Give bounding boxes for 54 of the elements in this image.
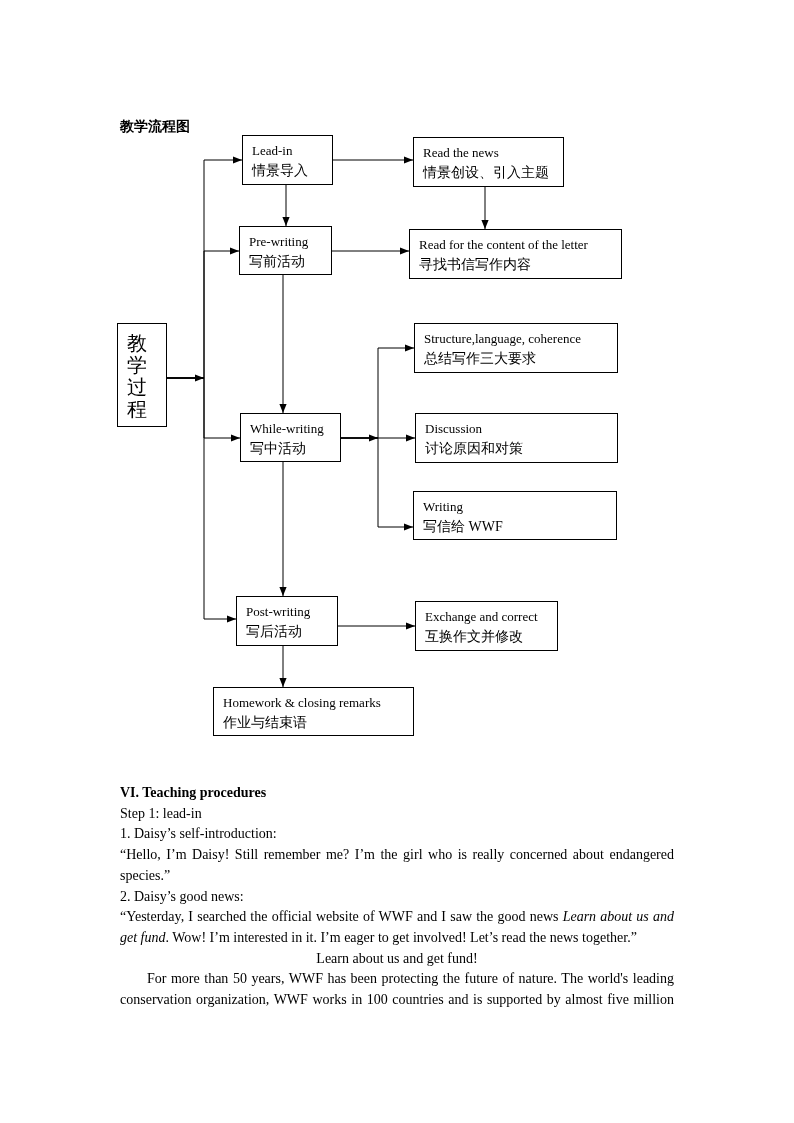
quote-text: “Hello, I’m Daisy! Still remember me? I’m the girl who is really concerned about endangered species.” [120,846,674,885]
arrow [279,461,287,597]
step-name: Structure,language, coherence [424,330,581,348]
arrow [279,274,287,414]
process-box [236,596,338,646]
arrow [337,622,416,630]
step-description: 情景创设、引入主题 [423,164,549,182]
step-description: 情景导入 [252,162,308,180]
arrow [279,645,287,688]
process-box [409,229,622,279]
process-box [413,137,564,187]
step-name: Post-writing [246,603,311,621]
process-box [413,491,617,540]
section-heading: VI. Teaching procedures [120,784,267,802]
process-box [242,135,333,185]
step-description: 寻找书信写作内容 [419,256,531,274]
stage-label: 教学过程 [127,332,147,420]
process-box [414,323,618,373]
stage-box [117,323,167,427]
diagram-title: 教学流程图 [120,118,190,136]
arrow [481,186,489,230]
junction-arrow [166,374,205,382]
step-description: 总结写作三大要求 [424,350,536,368]
process-box [239,226,332,275]
step-description: 讨论原因和对策 [425,440,523,458]
arrow [282,184,290,227]
process-box [415,413,618,463]
step-name: Pre-writing [249,233,309,251]
step-description: 写后活动 [246,623,302,641]
step-name: Read for the content of the letter [419,236,588,254]
step-name: Writing [423,498,463,516]
step-name: Discussion [425,420,483,438]
junction-arrow [340,434,379,442]
list-item: 2. Daisy’s good news: [120,887,244,906]
arrow [331,247,410,255]
step-name: While-writing [250,420,324,438]
step-heading: Step 1: lead-in [120,804,202,823]
news-title: Learn about us and get fund! [316,949,478,968]
step-description: 写中活动 [250,440,306,458]
process-box [213,687,414,736]
step-description: 写信给 WWF [423,518,503,536]
step-name: Exchange and correct [425,608,538,626]
step-name: Lead-in [252,142,293,160]
news-paragraph: For more than 50 years, WWF has been protecting the future of nature. The world's leading conservation organization, WWF works in 100 countries and is supported by almost five million [120,970,674,1010]
quote-text: “Yesterday, I searched the official website of WWF and I saw the good news Learn about us and get fund. Wow! I’m interested in it. I’m eager to get involved! Let’s read the news together.” [120,908,674,947]
step-name: Homework & closing remarks [223,694,381,712]
step-name: Read the news [423,144,499,162]
step-description: 写前活动 [249,253,305,271]
step-description: 互换作文并修改 [425,628,523,646]
step-description: 作业与结束语 [223,714,307,732]
process-box [240,413,341,462]
process-box [415,601,558,651]
arrow [332,156,414,164]
list-item: 1. Daisy’s self-introduction: [120,825,277,844]
